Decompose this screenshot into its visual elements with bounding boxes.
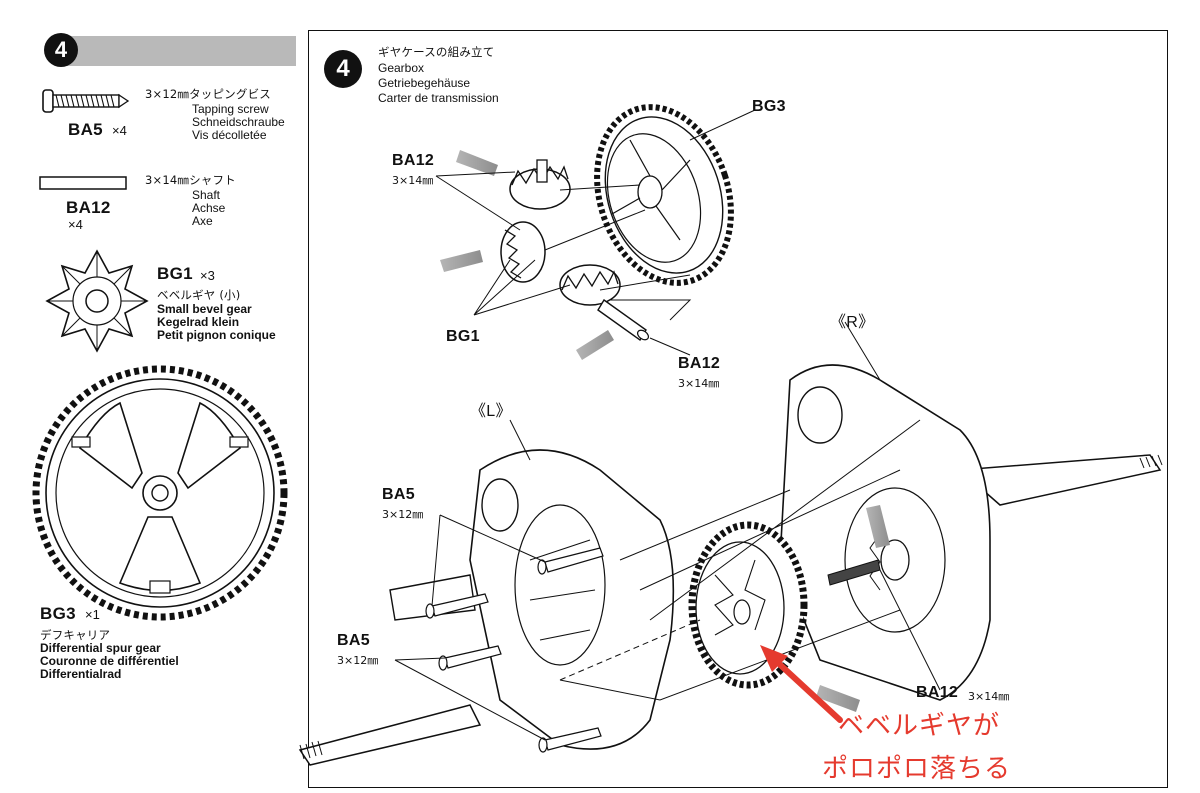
main-step-badge: 4 [324,50,362,88]
bg3-code: BG3 [40,604,76,623]
label-ba12-bot-size: 3×14㎜ [968,690,1010,703]
bg1-name-fr: Petit pignon conique [157,328,276,342]
ba12-name-en: Shaft [192,188,221,202]
insert-arrow-5 [816,685,860,712]
tapping-screw-icon [42,89,130,113]
small-bevel-gear-icon [45,249,149,353]
ba5-size-ja: 3×12㎜タッピングビス [145,87,271,101]
bg1-qty: ×3 [200,268,215,283]
bg1-bevel-gear-left [500,221,546,283]
ba5-name-fr: Vis décolletée [192,128,267,142]
label-right-side: 《R》 [830,314,875,331]
ba12-shaft-drawing [597,298,650,342]
center-spur-gear [688,521,808,689]
ba5-qty: ×4 [112,123,127,138]
bg3-spur-gear-drawing [594,104,734,286]
label-ba5-b: BA5 [337,632,370,649]
bg3-name-de: Couronne de différentiel [40,654,179,668]
ba12-qty: ×4 [68,217,83,232]
ba5-screws-drawing [425,547,604,753]
parts-illustrations [32,89,288,621]
insert-arrow-4 [866,505,890,548]
ba12-name-de: Achse [192,201,226,215]
label-ba12-mid: BA12 [678,355,721,372]
bg3-name-fr: Differentialrad [40,667,122,681]
label-ba12-mid-size: 3×14㎜ [678,377,720,390]
left-housing-l [469,449,675,750]
main-title-fr: Carter de transmission [378,91,499,105]
bg1-bevel-gear-bottom [559,264,621,306]
label-ba5-b-size: 3×12㎜ [337,654,379,667]
main-title-ja: ギヤケースの組み立て [378,45,495,59]
bg1-code: BG1 [157,264,193,283]
insert-arrow-2 [440,250,483,272]
annotation-line-1: ベベルギヤが [838,711,1001,741]
ba12-name-fr: Axe [192,214,213,228]
assembly-panel [308,30,1168,788]
label-bg1: BG1 [446,328,480,345]
bg1-name-en: Small bevel gear [157,302,252,316]
label-bg3: BG3 [752,98,786,115]
main-title-en: Gearbox [378,61,425,75]
ba5-name-de: Schneidschraube [192,115,285,129]
label-ba12-top-size: 3×14㎜ [392,174,434,187]
bg1-name-de: Kegelrad klein [157,315,240,329]
main-title-de: Getriebegehäuse [378,76,471,90]
label-ba12-bot: BA12 [916,684,959,701]
label-ba12-top: BA12 [392,152,435,169]
shaft-icon [39,176,127,190]
insert-arrow-1 [456,150,498,176]
label-ba5-a-size: 3×12㎜ [382,508,424,521]
ba12-size-ja: 3×14㎜シャフト [145,173,236,187]
ba12-code: BA12 [66,198,111,217]
ba5-name-en: Tapping screw [192,102,269,116]
bg1-bevel-gear-top [509,159,571,210]
bg1-name-ja: ベベルギヤ (小) [157,288,241,302]
differential-spur-gear-icon [32,365,288,621]
bg3-name-ja: デフキャリア [40,628,111,642]
red-annotation-arrow [760,645,843,723]
annotation-line-2: ポロポロ落ちる [822,754,1012,784]
step-header-bar [60,36,296,66]
step-number-badge: 4 [44,33,78,67]
insert-arrow-3 [576,330,614,360]
ba5-code: BA5 [68,120,103,139]
bg3-name-en: Differential spur gear [40,641,161,655]
label-ba5-a: BA5 [382,486,415,503]
bg3-qty: ×1 [85,607,100,622]
label-left-side: 《L》 [470,403,512,420]
